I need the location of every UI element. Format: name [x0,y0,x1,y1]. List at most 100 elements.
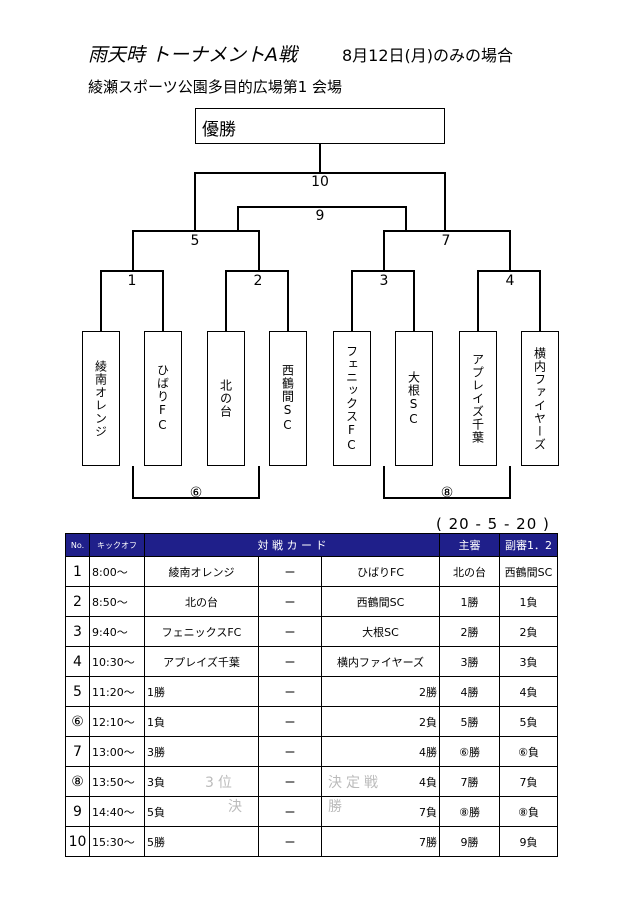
row-assistant: 5負 [499,706,559,737]
consolation-match-number: ⑥ [189,485,203,501]
row-referee: ⑧勝 [439,796,501,827]
row-no: 1 [65,556,90,587]
row-vs: ー [258,826,322,857]
row-assistant: 4負 [499,676,559,707]
row-assistant: 7負 [499,766,559,797]
row-vs: ー [258,796,322,827]
row-no: 9 [65,796,90,827]
row-away: 7勝 [320,826,441,857]
third-place-label: 3位 [205,775,236,791]
team-box: アプレイズ千葉 [459,331,497,466]
row-time: 13:50～ [89,766,145,797]
match-number: 10 [311,174,329,190]
page-title: 雨天時 トーナメントA戦 [88,44,298,66]
row-vs: ー [258,616,322,647]
header-referee: 主審 [439,533,501,557]
header-no: No. [65,533,90,557]
row-assistant: 3負 [499,646,559,677]
match-number: 9 [315,208,325,224]
row-away: 横内ファイヤーズ [320,646,441,677]
row-assistant: ⑧負 [499,796,559,827]
table-row: 2 8:50～ 北の台 ー 西鶴間SC 1勝 1負 [65,586,559,617]
match-number: 2 [253,273,263,289]
row-no: ⑧ [65,766,90,797]
match-number: 1 [127,273,137,289]
team-box: ひばりFC [144,331,182,466]
row-time: 8:50～ [89,586,145,617]
table-row: ⑧ 13:50～ 3負 ー 4負 7勝 7負 [65,766,559,797]
team-box: 大根SC [395,331,433,466]
row-assistant: 1負 [499,586,559,617]
row-home: 5負 [144,796,259,827]
win-label: 勝 [328,799,346,815]
table-row: ⑥ 12:10～ 1負 ー 2負 5勝 5負 [65,706,559,737]
row-no: 2 [65,586,90,617]
row-home: 綾南オレンジ [144,556,259,587]
table-row: 4 10:30～ アプレイズ千葉 ー 横内ファイヤーズ 3勝 3負 [65,646,559,677]
team-box: 綾南オレンジ [82,331,120,466]
row-home: 北の台 [144,586,259,617]
table-row: 1 8:00～ 綾南オレンジ ー ひばりFC 北の台 西鶴間SC [65,556,559,587]
row-home: 3勝 [144,736,259,767]
row-away: ひばりFC [320,556,441,587]
row-assistant: 9負 [499,826,559,857]
table-row: 5 11:20～ 1勝 ー 2勝 4勝 4負 [65,676,559,707]
row-time: 9:40～ [89,616,145,647]
row-vs: ー [258,766,322,797]
row-away: 4勝 [320,736,441,767]
row-time: 10:30～ [89,646,145,677]
champion-box: 優勝 [195,108,445,144]
final-label: 決 [228,799,246,815]
row-referee: 9勝 [439,826,501,857]
table-row: 10 15:30～ 5勝 ー 7勝 9勝 9負 [65,826,559,857]
table-row: 9 14:40～ 5負 ー 7負 ⑧勝 ⑧負 [65,796,559,827]
row-home: 1負 [144,706,259,737]
row-time: 14:40～ [89,796,145,827]
row-no: 10 [65,826,90,857]
consolation-match-number: ⑧ [440,485,454,501]
row-vs: ー [258,676,322,707]
team-box: 北の台 [207,331,245,466]
row-no: 7 [65,736,90,767]
row-assistant: 西鶴間SC [499,556,559,587]
row-no: ⑥ [65,706,90,737]
row-time: 11:20～ [89,676,145,707]
event-date: 8月12日(月)のみの場合 [342,46,514,65]
team-box: フェニックスFC [333,331,371,466]
row-referee: 4勝 [439,676,501,707]
playoff-label: 決定戦 [328,775,382,791]
venue: 綾瀬スポーツ公園多目的広場第1 会場 [88,78,343,96]
match-number: 4 [505,273,515,289]
table-header: No. キックオフ 対 戦 カ ー ド 主審 副審1．2 [65,533,559,557]
row-referee: 7勝 [439,766,501,797]
row-assistant: 2負 [499,616,559,647]
header-kickoff: キックオフ [89,533,145,557]
row-vs: ー [258,646,322,677]
row-vs: ー [258,556,322,587]
match-number: 7 [441,233,451,249]
team-box: 西鶴間SC [269,331,307,466]
row-away: 大根SC [320,616,441,647]
row-time: 12:10～ [89,706,145,737]
row-vs: ー [258,736,322,767]
row-home: 1勝 [144,676,259,707]
schedule-table: No. キックオフ 対 戦 カ ー ド 主審 副審1．2 1 8:00～ 綾南オ… [65,533,559,857]
team-box: 横内ファイヤーズ [521,331,559,466]
row-time: 13:00～ [89,736,145,767]
table-row: 7 13:00～ 3勝 ー 4勝 ⑥勝 ⑥負 [65,736,559,767]
row-home: 5勝 [144,826,259,857]
header-card: 対 戦 カ ー ド [143,533,441,557]
table-row: 3 9:40～ フェニックスFC ー 大根SC 2勝 2負 [65,616,559,647]
row-time: 15:30～ [89,826,145,857]
row-time: 8:00～ [89,556,145,587]
row-referee: 3勝 [439,646,501,677]
row-home: 3負 [144,766,259,797]
row-referee: 5勝 [439,706,501,737]
row-away: 2負 [320,706,441,737]
row-home: アプレイズ千葉 [144,646,259,677]
row-no: 4 [65,646,90,677]
row-referee: ⑥勝 [439,736,501,767]
row-away: 2勝 [320,676,441,707]
match-number: 5 [190,233,200,249]
row-away: 西鶴間SC [320,586,441,617]
